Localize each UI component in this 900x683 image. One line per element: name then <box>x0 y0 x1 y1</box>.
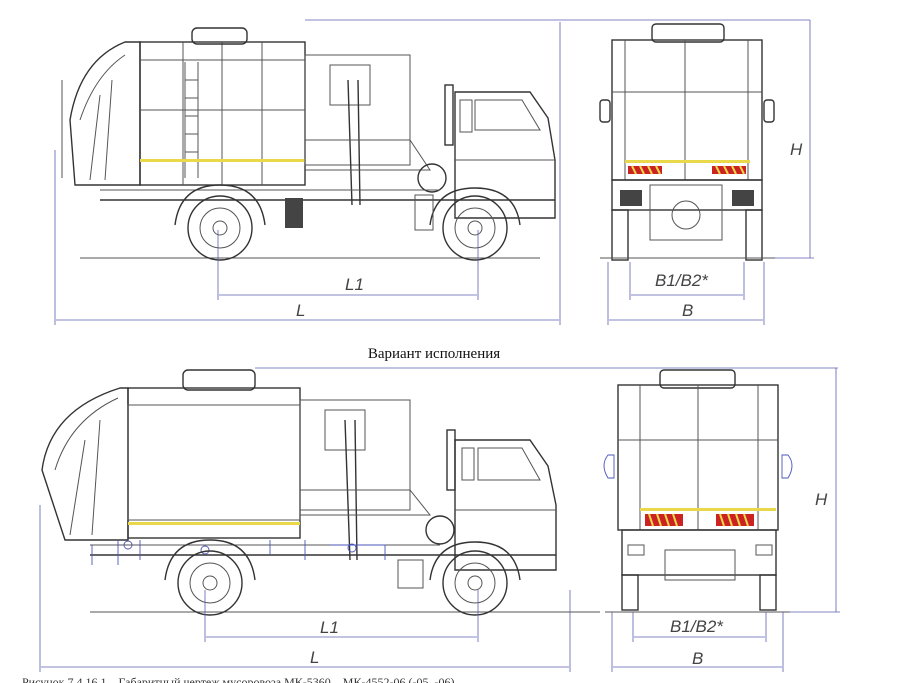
front-wheel <box>429 187 521 261</box>
rear-reflector-left <box>628 165 662 175</box>
dimension-b-top: B <box>682 301 693 320</box>
rear-reflector-left-variant <box>645 513 683 527</box>
dimension-h-top: H <box>790 140 803 159</box>
rear-reflector-right-variant <box>716 513 754 527</box>
bottom-rear-view: B1/B2* B H <box>603 368 840 672</box>
ladder <box>184 62 199 178</box>
variant-caption: Вариант исполнения <box>367 346 501 362</box>
figure-caption: Рисунок 7.4.16.1 – Габаритный чертеж мус… <box>22 676 455 683</box>
top-rear-view: B1/B2* B H <box>599 20 814 325</box>
reflective-stripe <box>140 159 305 162</box>
top-side-view: L1 L <box>54 19 810 325</box>
dimension-b1b2-top: B1/B2* <box>655 271 709 290</box>
rear-wheel <box>174 184 266 261</box>
rear-wheel-variant <box>164 539 256 616</box>
dimension-l-top: L <box>296 301 305 320</box>
front-wheel-variant <box>429 541 521 616</box>
dimension-l-bottom: L <box>310 648 319 667</box>
dimension-l1-bottom: L1 <box>320 618 339 637</box>
dimension-h-bottom: H <box>815 490 828 509</box>
dimension-b1b2-bottom: B1/B2* <box>670 617 724 636</box>
bottom-side-view: L1 L <box>39 367 838 672</box>
rear-reflector-right <box>712 165 746 175</box>
dimension-b-bottom: B <box>692 649 703 668</box>
dimension-l1-top: L1 <box>345 275 364 294</box>
